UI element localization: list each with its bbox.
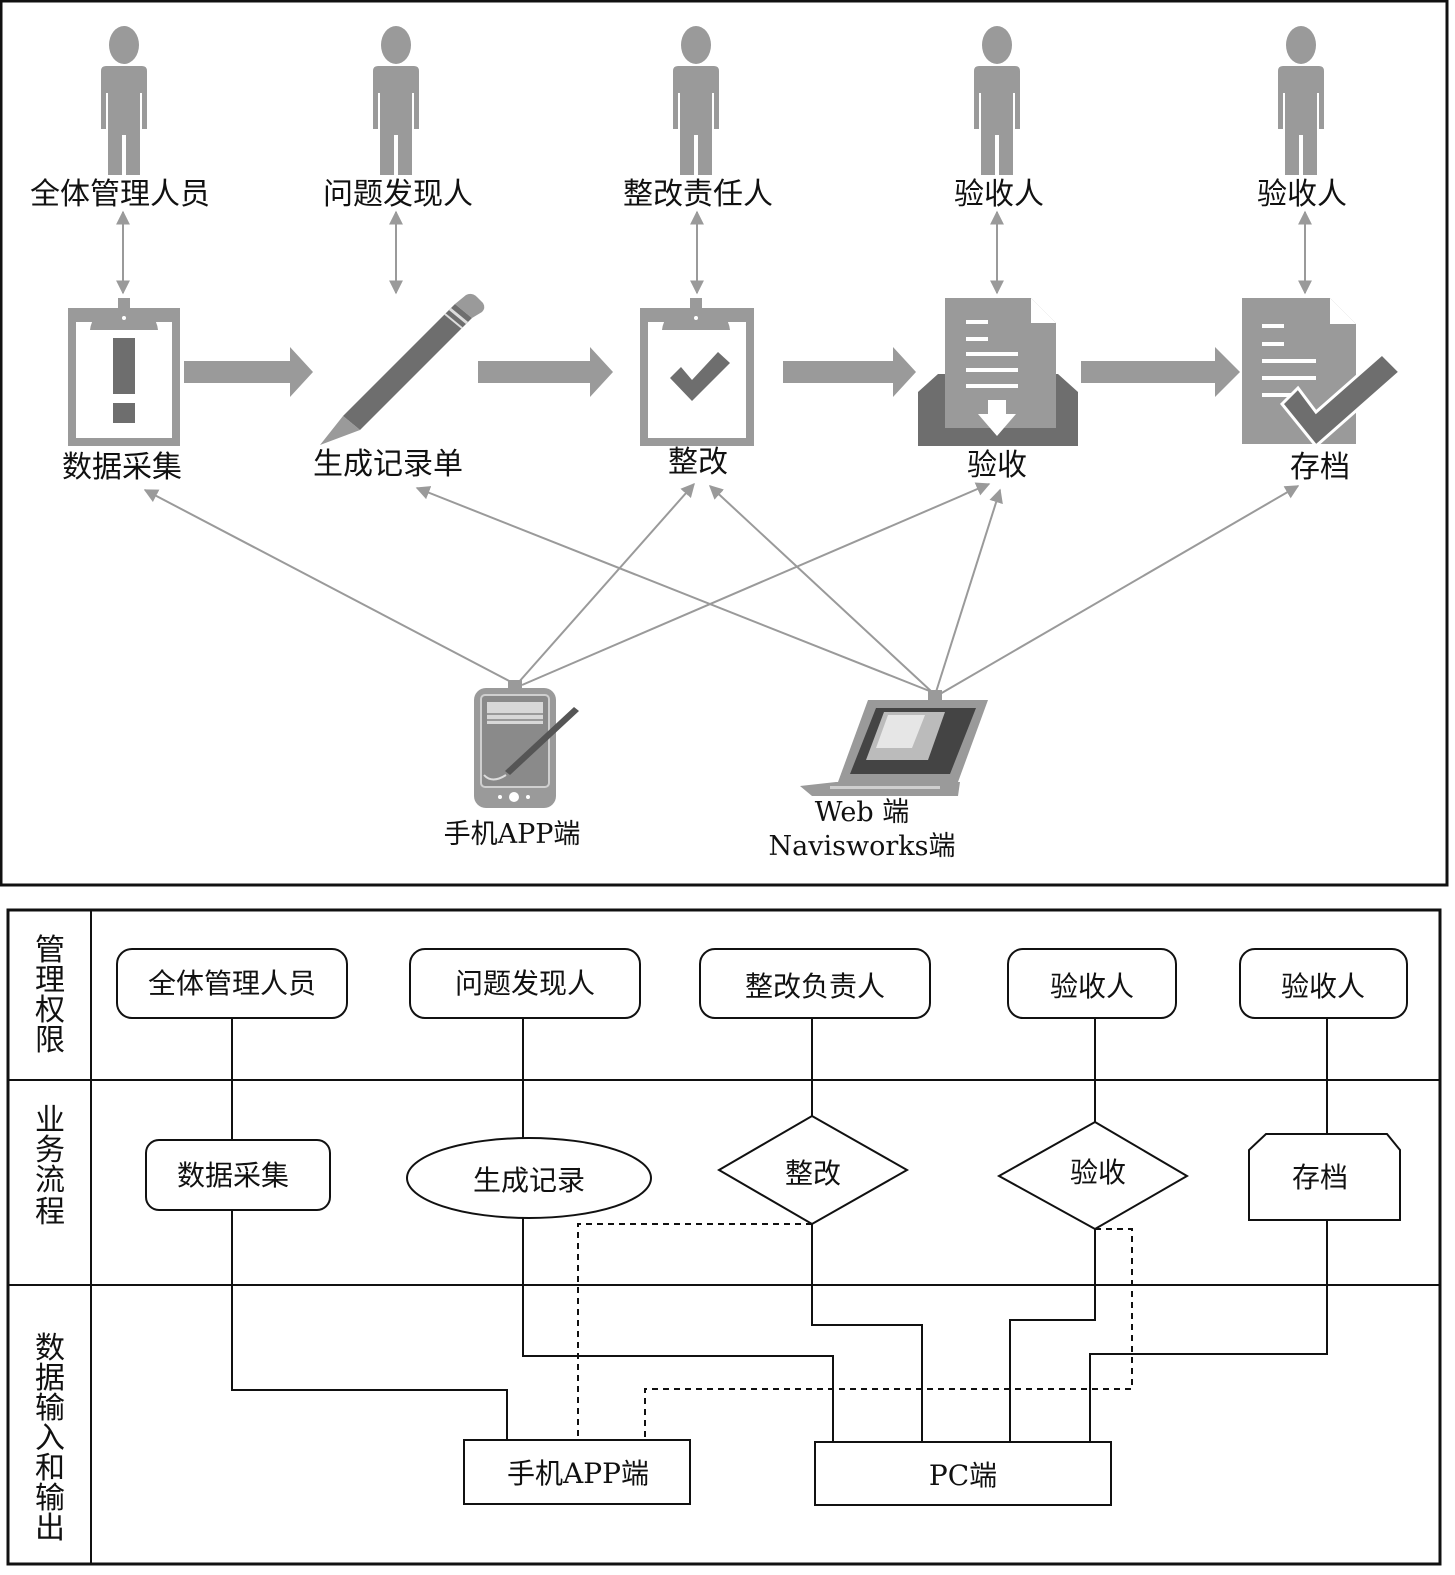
role-box: [699, 948, 931, 1019]
process-label: 验收: [1070, 1156, 1126, 1189]
device-link: [939, 485, 1300, 695]
process-chamfered-rect: [1248, 1133, 1401, 1221]
device-link: [935, 488, 1003, 693]
role-label: 整改责任人: [623, 177, 773, 212]
role-box-label: 整改负责人: [745, 970, 885, 1003]
lane-char: 业: [35, 1103, 65, 1138]
lane-header-io: 数 据 输 入 和 输 出: [35, 1331, 65, 1546]
device-link: [708, 485, 933, 693]
lane-header-permissions: 管 理 权 限: [35, 933, 65, 1058]
process-diamond: [996, 1120, 1189, 1231]
device-label-mobile: 手机APP端: [444, 819, 581, 850]
lane-char: 数: [35, 1331, 65, 1366]
lane-char: 权: [35, 993, 65, 1028]
connector-line: [811, 1224, 923, 1442]
lane-char: 管: [35, 933, 65, 968]
output-label: 手机APP端: [507, 1457, 649, 1490]
lane-char: 限: [35, 1023, 65, 1058]
document-check-icon: [1242, 298, 1403, 449]
flow-arrow: [184, 347, 313, 397]
laptop-icon: [800, 690, 988, 796]
role-box: [1007, 948, 1177, 1019]
role-box-label: 全体管理人员: [148, 967, 316, 1000]
lane-char: 流: [35, 1163, 65, 1198]
role-box: [116, 948, 348, 1019]
output-box-pc: [814, 1441, 1112, 1506]
role-label: 全体管理人员: [30, 177, 210, 212]
lane-char: 程: [35, 1195, 65, 1230]
process-rounded-rect: [145, 1139, 331, 1211]
connector-line: [1009, 1227, 1096, 1442]
lane-char: 输: [35, 1391, 65, 1426]
role-label: 问题发现人: [323, 177, 473, 212]
step-label: 存档: [1290, 450, 1350, 485]
lane-char: 入: [35, 1421, 65, 1456]
device-link: [521, 482, 991, 686]
role-box-label: 验收人: [1281, 970, 1365, 1003]
process-ellipse: [406, 1137, 652, 1219]
dashed-link: [577, 1223, 812, 1440]
mobile-stylus-icon: [474, 680, 579, 808]
output-label: PC端: [929, 1459, 997, 1492]
connector-line: [522, 1218, 834, 1442]
clipboard-alert-icon: [68, 298, 180, 446]
document-inbox-icon: [918, 298, 1078, 446]
pencil-icon: [320, 293, 485, 445]
lane-char: 输: [35, 1481, 65, 1516]
device-label-navisworks: Navisworks端: [769, 831, 956, 862]
dashed-link: [644, 1228, 1133, 1440]
solid-connectors: [231, 1018, 1328, 1442]
role-label: 验收人: [1257, 177, 1347, 212]
lane-char: 据: [35, 1361, 65, 1396]
process-label: 数据采集: [177, 1159, 289, 1192]
connector-line: [231, 1210, 508, 1440]
flow-arrow: [783, 347, 916, 397]
step-label: 数据采集: [62, 450, 182, 485]
lane-header-process: 业 务 流 程: [35, 1103, 65, 1230]
device-link: [415, 486, 933, 693]
lane-char: 务: [35, 1133, 65, 1168]
process-label: 生成记录: [473, 1164, 585, 1197]
role-label: 验收人: [954, 177, 1044, 212]
role-box-label: 验收人: [1050, 970, 1134, 1003]
role-box-label: 问题发现人: [455, 967, 595, 1000]
dashed-connectors: [577, 1223, 1133, 1440]
lane-char: 理: [35, 963, 65, 998]
device-link: [143, 489, 514, 684]
device-label-web: Web 端: [815, 797, 909, 828]
flow-arrow: [478, 347, 613, 397]
output-box-mobile: [463, 1439, 691, 1505]
flow-arrow: [1081, 347, 1240, 397]
process-diamond: [717, 1114, 910, 1226]
lane-char: 和: [35, 1451, 65, 1486]
step-label: 验收: [967, 448, 1027, 483]
role-box: [409, 948, 641, 1019]
device-link: [517, 482, 695, 684]
clipboard-check-icon: [640, 298, 754, 446]
process-label: 整改: [785, 1157, 841, 1190]
step-label: 整改: [668, 445, 728, 480]
process-label: 存档: [1292, 1161, 1348, 1194]
connector-line: [1089, 1220, 1328, 1442]
role-box: [1239, 948, 1408, 1019]
lane-char: 出: [35, 1511, 65, 1546]
step-label: 生成记录单: [313, 447, 463, 482]
